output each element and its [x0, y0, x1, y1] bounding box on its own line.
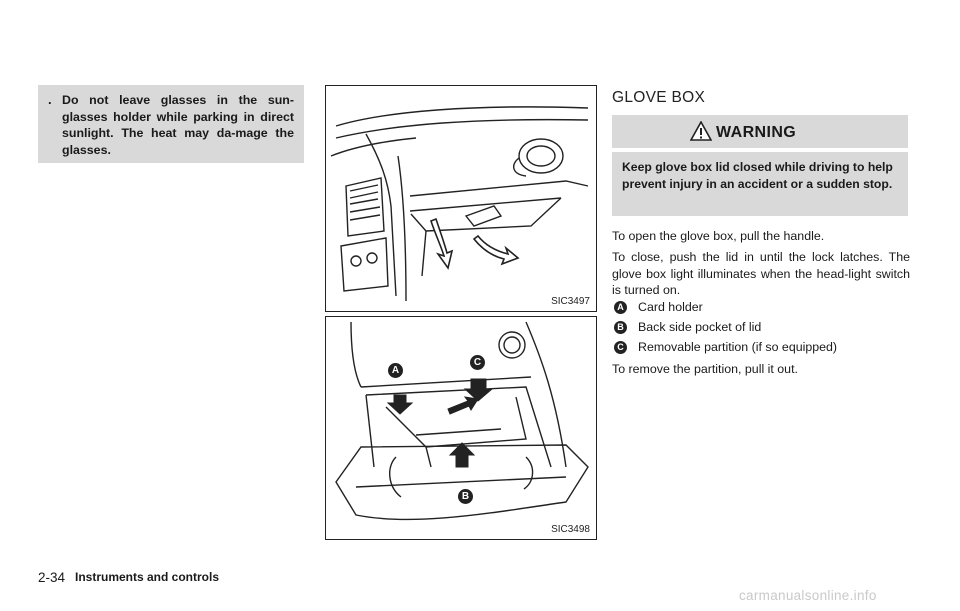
warning-text: Keep glove box lid closed while driving …: [622, 160, 893, 191]
warning-title: WARNING: [716, 124, 797, 141]
legend-key-c: C: [614, 341, 627, 354]
callout-c: C: [470, 355, 485, 370]
legend-text-c: Removable partition (if so equipped): [638, 340, 838, 354]
callout-a-label: A: [391, 365, 400, 376]
note-bullet: .: [48, 92, 52, 107]
warning-header: WARNING: [612, 115, 908, 148]
callout-b: B: [458, 489, 473, 504]
page-number: 2-34: [38, 570, 66, 585]
legend-key-a: A: [614, 301, 627, 314]
figure-glove-box-open: SIC3497: [325, 85, 597, 312]
legend-key-b: B: [614, 321, 627, 334]
footer-section-name: Instruments and controls: [75, 570, 220, 584]
glove-box-interior-illustration: [335, 321, 589, 521]
note-text: Do not leave glasses in the sun-glasses …: [62, 93, 294, 157]
legend-text-a: Card holder: [638, 300, 703, 314]
figure-code: SIC3498: [551, 524, 590, 535]
paragraph-open: To open the glove box, pull the handle.: [612, 229, 825, 243]
legend-text-b: Back side pocket of lid: [638, 320, 762, 334]
figure-code: SIC3497: [551, 296, 590, 307]
glove-box-open-illustration: [330, 106, 589, 302]
watermark: carmanualsonline.info: [739, 588, 877, 603]
warning-triangle-icon: [690, 121, 712, 141]
paragraph-remove-partition: To remove the partition, pull it out.: [612, 362, 798, 376]
note-box: . Do not leave glasses in the sun-glasse…: [38, 85, 304, 163]
callout-c-label: C: [473, 357, 482, 368]
callout-b-label: B: [461, 491, 470, 502]
figure-glove-box-interior: A B C SIC3498: [325, 316, 597, 540]
callout-a: A: [388, 363, 403, 378]
warning-body: Keep glove box lid closed while driving …: [612, 152, 908, 216]
paragraph-close: To close, push the lid in until the lock…: [612, 250, 910, 298]
section-title: GLOVE BOX: [612, 89, 706, 106]
